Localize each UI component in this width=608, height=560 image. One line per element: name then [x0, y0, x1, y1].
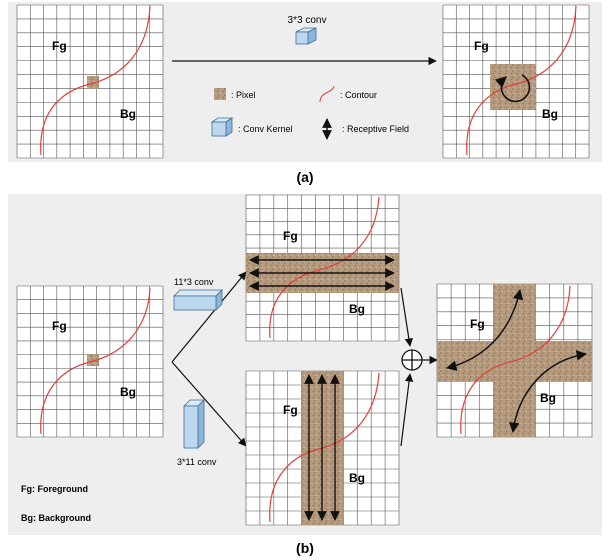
merge-arrow-bottom [400, 373, 414, 447]
fg-label: Fg [283, 403, 298, 417]
bg-label: Bg [540, 391, 556, 405]
panel-b-input-grid: Fg Bg [16, 285, 164, 438]
grid-lines [16, 285, 164, 438]
vertical-conv-label: 3*11 conv [177, 457, 217, 467]
cross-arrow-bottom-right [508, 350, 588, 434]
cross-arrow-top-left [445, 288, 524, 371]
panel-b-output-grid: Fg Bg [436, 283, 593, 438]
fg-label: Fg [283, 229, 298, 243]
legend-contour-label: : Contour [340, 90, 377, 100]
fg-label: Fg [52, 319, 67, 333]
grid-lines [16, 4, 164, 159]
foreground-note: Fg: Foreground [21, 484, 88, 494]
branch-arrow-bottom [171, 361, 247, 447]
panel-b-vertical-grid: Fg Bg [245, 370, 400, 526]
element-wise-sum-icon [401, 349, 423, 371]
contour-curve [466, 5, 577, 156]
vertical-kernel-icon [183, 399, 205, 449]
legend-kernel-label: : Conv Kernel [238, 124, 293, 134]
horizontal-conv-label: 11*3 conv [174, 277, 214, 287]
conv-3x3-kernel-icon [295, 27, 317, 45]
fg-label: Fg [474, 39, 489, 53]
bg-label: Bg [120, 385, 136, 399]
panel-a-output-grid: Fg Bg [442, 4, 590, 159]
caption-a: (a) [296, 169, 313, 185]
conv-3x3-label: 3*3 conv [288, 15, 327, 26]
bg-label: Bg [349, 302, 365, 316]
bg-label: Bg [349, 471, 365, 485]
legend-pixel-label: : Pixel [231, 90, 256, 100]
branch-arrow-top [171, 271, 247, 363]
bg-label: Bg [120, 107, 136, 121]
fg-label: Fg [470, 317, 485, 331]
caption-b: (b) [296, 540, 314, 556]
background-note: Bg: Background [21, 513, 91, 523]
panel-b-horizontal-grid: Fg Bg [245, 194, 400, 342]
panel-a-input-grid: Fg Bg [16, 4, 164, 159]
bg-label: Bg [542, 107, 558, 121]
pixel-highlight [87, 76, 99, 89]
horizontal-kernel-icon [173, 289, 223, 311]
pixel-highlight [87, 354, 99, 366]
fg-label: Fg [52, 39, 67, 53]
grid-lines [442, 4, 590, 159]
contour-curve [40, 287, 151, 435]
legend-contour-swatch [319, 85, 335, 103]
legend-kernel-icon [210, 117, 234, 137]
contour-curve [40, 5, 151, 156]
rotation-arrow-icon [494, 74, 531, 103]
legend: : Pixel : Contour : Conv Kernel : Recept… [210, 85, 409, 140]
legend-receptive-field-label: : Receptive Field [342, 124, 409, 134]
legend-pixel-swatch [214, 88, 226, 100]
merge-arrow-top [400, 287, 413, 347]
